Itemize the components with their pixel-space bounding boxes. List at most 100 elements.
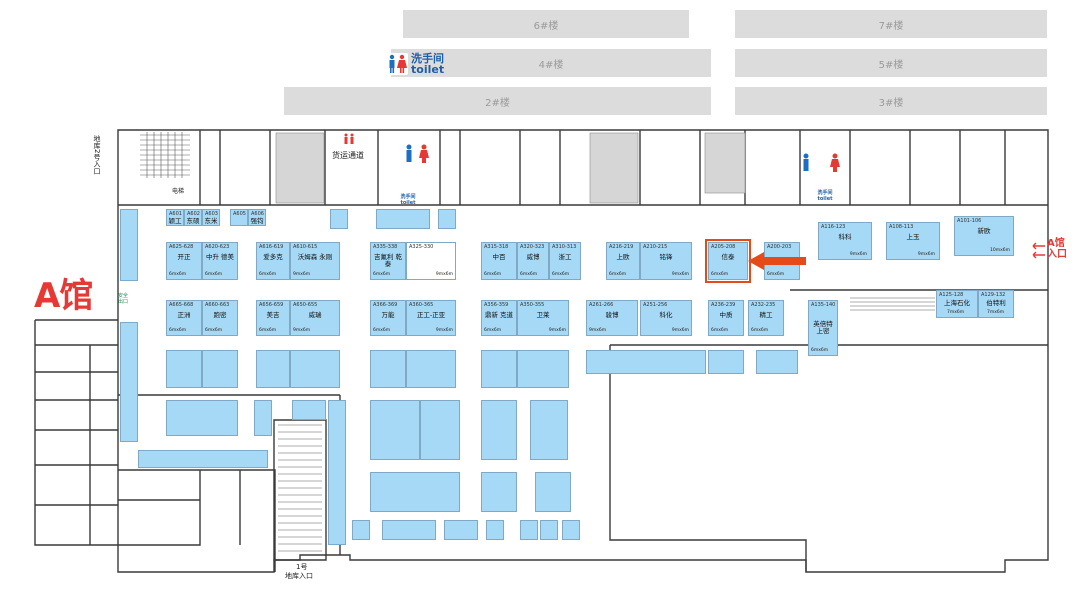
booth-size: 6mx6m: [520, 272, 538, 277]
booth-size: 9mx6m: [293, 328, 311, 333]
small-toilet-cn: 洗手间: [400, 194, 416, 200]
safe-exit-label: 安全 出口: [118, 293, 128, 305]
booth[interactable]: [330, 209, 348, 229]
booth[interactable]: [292, 400, 326, 420]
booth-code: A660-663: [205, 302, 230, 308]
booth-name: 跑密: [213, 311, 227, 319]
booth[interactable]: [562, 520, 580, 540]
booth[interactable]: [586, 350, 706, 374]
booth-name: 中升 德美: [205, 253, 235, 261]
booth[interactable]: [540, 520, 558, 540]
booth-size: 6mx6m: [811, 348, 829, 353]
booth[interactable]: [370, 400, 420, 460]
booth-name: 上海石化: [944, 299, 970, 307]
booth[interactable]: [138, 450, 268, 468]
booth[interactable]: A605: [230, 209, 248, 226]
booth[interactable]: [166, 350, 202, 388]
booth[interactable]: [370, 350, 406, 388]
booth[interactable]: [166, 400, 238, 436]
booth-code: A366-369: [373, 302, 398, 308]
booth-size: 6mx6m: [484, 328, 502, 333]
booth-size: 6mx6m: [767, 272, 785, 277]
booth[interactable]: [486, 520, 504, 540]
booth-name: 威瑞: [308, 311, 322, 319]
booth-name: 吉氟利 乾泰: [373, 253, 403, 268]
booth[interactable]: [444, 520, 478, 540]
booth[interactable]: [290, 350, 340, 388]
entrance-2-label: 地库2号入口: [93, 135, 101, 175]
building-5: 5#楼: [735, 49, 1047, 77]
booth-size: 6mx6m: [373, 328, 391, 333]
booth[interactable]: [202, 350, 238, 388]
booth[interactable]: [256, 350, 290, 388]
small-toilet-en: toilet: [817, 196, 833, 202]
booth[interactable]: [370, 472, 460, 512]
booth[interactable]: [382, 520, 436, 540]
booth[interactable]: [481, 350, 517, 388]
booth-name: 爱多克: [263, 253, 283, 261]
booth-name: 颖工: [168, 217, 182, 225]
booth[interactable]: [420, 400, 460, 460]
booth-code: A320-323: [520, 244, 545, 250]
booth[interactable]: [535, 472, 571, 512]
booth-size: 7mx6m: [947, 310, 965, 315]
booth[interactable]: [708, 350, 744, 374]
booth[interactable]: [530, 400, 568, 460]
booth-size: 6mx6m: [373, 272, 391, 277]
booth[interactable]: [481, 400, 517, 460]
booth[interactable]: [352, 520, 370, 540]
booth-code: A236-239: [711, 302, 736, 308]
a-hall-entrance: A馆 入口: [1047, 238, 1067, 260]
booth-name: 新欧: [977, 227, 991, 235]
booth[interactable]: [120, 322, 138, 442]
booth[interactable]: [517, 350, 569, 388]
booth[interactable]: [438, 209, 456, 229]
booth[interactable]: [120, 209, 138, 281]
booth-name: 东硕: [186, 217, 200, 225]
booth[interactable]: [376, 209, 430, 229]
booth[interactable]: [254, 400, 272, 436]
booth-name: 东米: [204, 217, 218, 225]
booth-name: 铭锋: [659, 253, 673, 261]
booth[interactable]: [328, 400, 346, 545]
booth-code: A603: [205, 211, 218, 217]
booth[interactable]: [520, 520, 538, 540]
booth[interactable]: [481, 472, 517, 512]
booth[interactable]: [756, 350, 798, 374]
booth[interactable]: [406, 350, 456, 388]
